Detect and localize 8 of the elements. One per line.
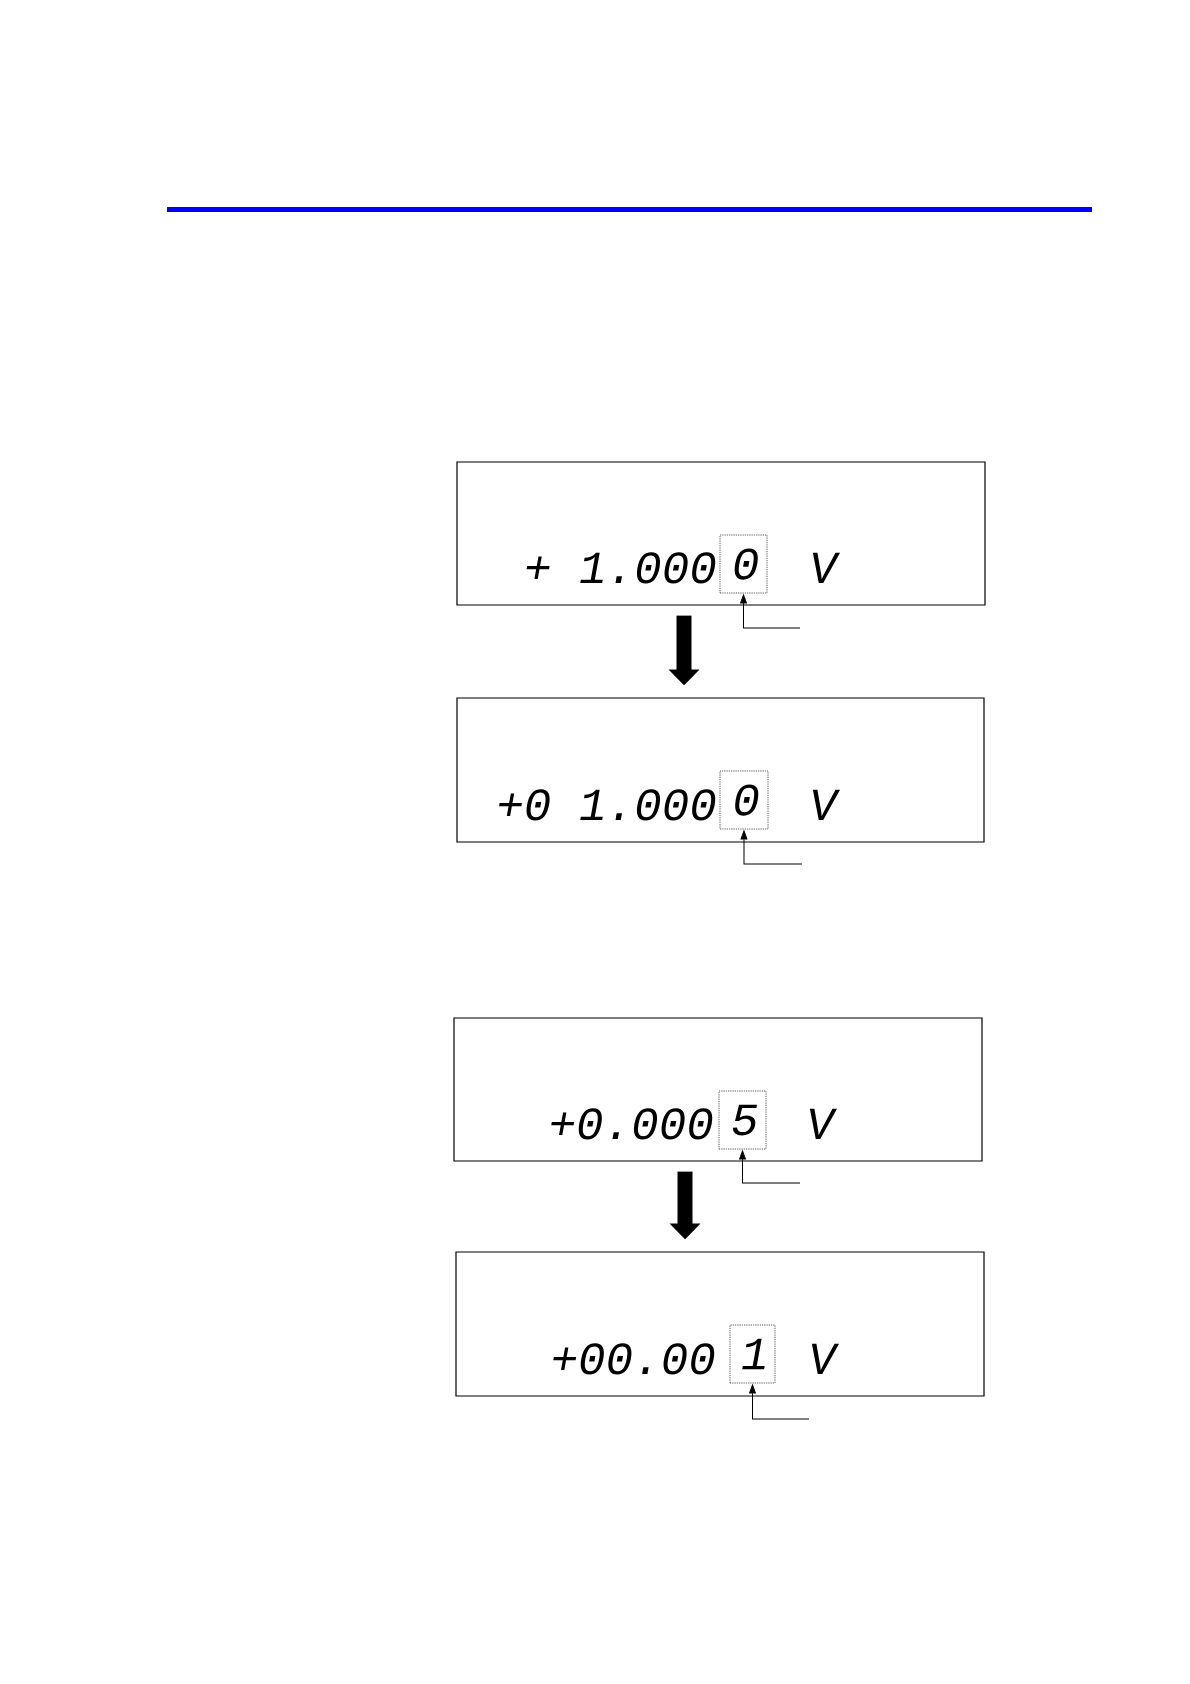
- leader-line: [739, 1150, 801, 1184]
- leader-line: [749, 1384, 810, 1420]
- selected-digit: 5: [718, 1090, 767, 1150]
- leader-line: [740, 594, 801, 629]
- selected-digit: 0: [719, 534, 768, 594]
- leader-line: [740, 830, 803, 865]
- selected-digit: 0: [719, 770, 769, 830]
- selected-digit: 1: [729, 1324, 776, 1384]
